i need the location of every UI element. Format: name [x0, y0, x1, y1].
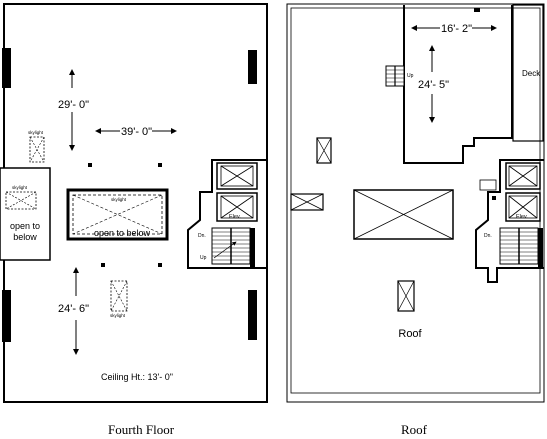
up-label-fourth: Up [200, 255, 207, 261]
roof-label: Roof [398, 328, 422, 340]
dn-label-roof: Dn. [484, 233, 492, 239]
skylight-label-top: skylight [28, 130, 44, 135]
roof-bulkhead [403, 5, 513, 164]
dim-vertical-bottom: 24'- 6" [58, 303, 89, 315]
roof-dim-vertical: 24'- 5" [418, 79, 449, 91]
roof-caption: Roof [401, 422, 427, 437]
skylight-label-left: skylight [12, 185, 28, 190]
open-to-below-left-line1: open to [10, 221, 40, 231]
service-core-fourth [187, 159, 267, 269]
roof-deck [512, 4, 544, 142]
open-to-below-left-line2: below [13, 232, 37, 242]
roof-up-label: Up [407, 73, 414, 79]
roof-plan: 16'- 2" 24'- 5" Deck Up Elev. Dn. Roof [286, 3, 545, 403]
dim-vertical-top: 29'- 0" [58, 99, 89, 111]
open-to-below-center [66, 188, 169, 241]
wall-block [248, 290, 257, 340]
skylight-label-bottom: skylight [110, 313, 126, 318]
elevator-label-fourth: Elev. [229, 214, 241, 220]
wall-block [2, 290, 11, 342]
dim-horizontal: 39'- 0" [121, 126, 152, 138]
ceiling-height: Ceiling Ht.: 13'- 0" [101, 372, 173, 382]
service-core-roof [475, 159, 544, 283]
roof-skylight-left [290, 193, 324, 211]
wall-block [248, 50, 257, 84]
elevator-roof [505, 192, 541, 222]
roof-skylight-center [353, 189, 454, 240]
wall-block [2, 48, 11, 88]
roof-skylight-bottom [397, 280, 415, 312]
roof-outline [286, 3, 545, 403]
open-to-below-left [0, 167, 51, 261]
skylight-top [29, 136, 45, 163]
roof-dim-horizontal: 16'- 2" [441, 23, 472, 35]
deck-label: Deck [522, 69, 541, 78]
fourth-floor-caption: Fourth Floor [108, 422, 175, 437]
elevator-label-roof: Elev. [516, 214, 528, 220]
roof-skylight-top [316, 137, 332, 164]
skylight-label-center: skylight [111, 197, 127, 202]
skylight-bottom [110, 280, 128, 312]
elevator-fourth [216, 192, 258, 222]
fourth-floor-plan: 29'- 0" 39'- 0" 24'- 6" skylight skyligh… [0, 3, 268, 403]
open-to-below-center-label: open to below [94, 228, 151, 238]
dn-label-fourth: Dn. [198, 233, 206, 239]
